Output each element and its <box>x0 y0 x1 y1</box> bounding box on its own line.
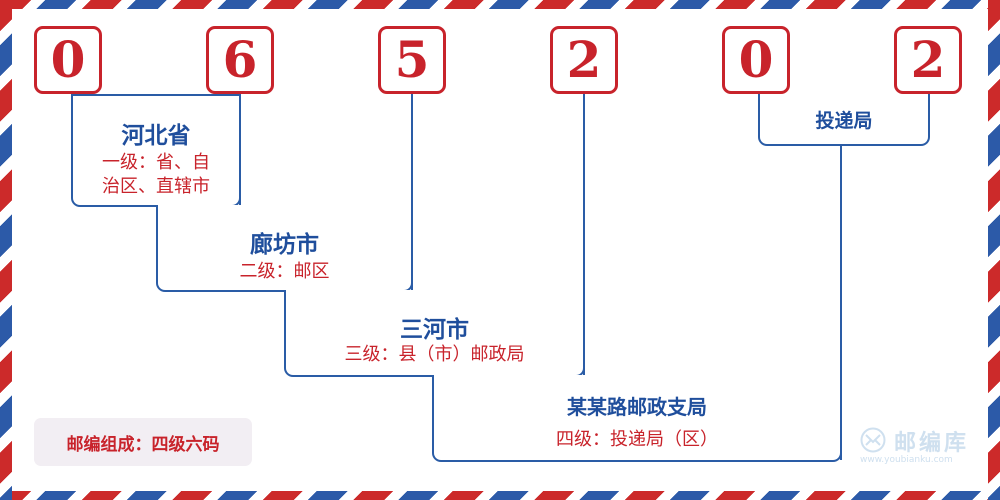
county-desc: 三级：县（市）邮政局 <box>344 344 525 365</box>
postcode-structure-note: 邮编组成：四级六码 <box>34 418 252 466</box>
level-county-box: 三河市 三级：县（市）邮政局 <box>284 290 585 377</box>
level-city-box: 廊坊市 二级：邮区 <box>156 205 413 292</box>
airmail-border-right <box>988 0 1000 500</box>
city-name: 廊坊市 <box>250 231 319 258</box>
branch-name: 某某路邮政支局 <box>567 395 707 419</box>
province-name: 河北省 <box>121 122 191 149</box>
watermark-url: www.youbianku.com <box>860 455 953 465</box>
city-desc: 二级：邮区 <box>239 261 330 282</box>
level-branch-box: 某某路邮政支局 四级：投递局（区） <box>432 375 842 462</box>
level-province-box: 河北省 一级：省、自 治区、直辖市 <box>71 94 241 207</box>
postcode-digit-5: 0 <box>722 26 790 94</box>
connector-line-6 <box>840 144 842 460</box>
county-name: 三河市 <box>400 316 469 343</box>
airmail-border-top <box>0 0 1000 9</box>
branch-desc: 四级：投递局（区） <box>556 429 718 450</box>
postcode-digit-6: 2 <box>894 26 962 94</box>
envelope-icon <box>860 427 886 453</box>
watermark: 邮编库 www.youbianku.com <box>860 425 990 470</box>
watermark-name: 邮编库 <box>894 431 970 456</box>
delivery-name: 投递局 <box>815 110 873 132</box>
airmail-border-bottom <box>0 491 1000 500</box>
postcode-digit-2: 6 <box>206 26 274 94</box>
province-desc-line-1: 一级：省、自 <box>102 152 210 173</box>
connector-line-3 <box>411 94 413 310</box>
postcode-digit-4: 2 <box>550 26 618 94</box>
postcode-digit-3: 5 <box>378 26 446 94</box>
postcode-digit-1: 0 <box>34 26 102 94</box>
connector-line-4 <box>583 94 585 376</box>
province-desc-line-2: 治区、直辖市 <box>102 176 210 197</box>
airmail-border-left <box>0 0 12 500</box>
level-delivery-box: 投递局 <box>758 94 930 146</box>
